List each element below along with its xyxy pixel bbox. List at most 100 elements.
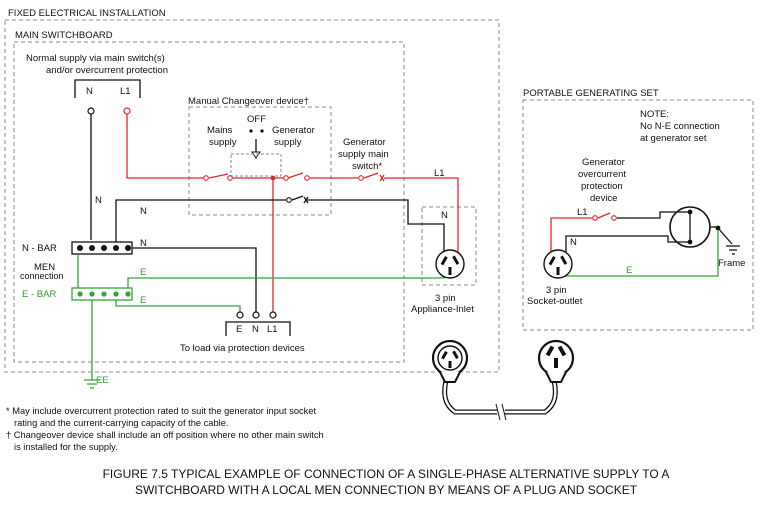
note-line3: at generator set [640,133,707,144]
appliance-inlet-icon [435,249,465,279]
supply-l1-terminal [123,107,131,115]
portable-ocp-blade [597,212,611,219]
connector-slot-3 [448,361,452,368]
load-l1-terminal [269,311,277,319]
e-bar-terminal-3 [101,291,107,297]
portable-active-wire-a [550,217,592,252]
socket-pin-n [548,256,556,266]
n-bar-terminal-1 [77,245,83,251]
off-contact-1 [249,129,253,133]
changeover-generator-label: Generator [272,125,315,136]
fixed-installation-box [4,19,500,373]
load-n-label: N [252,324,259,335]
changeover-off-label: OFF [247,114,266,125]
load-earth-wire [115,300,241,312]
changeover-mechanism-box [230,153,282,177]
connector-slot-2 [452,350,459,359]
inlet-label-1: 3 pin [435,293,456,304]
neutral-contact-left [286,197,292,203]
footnote-dagger-line1: † Changeover device shall include an off… [6,430,324,440]
mains-contact-right [227,175,233,181]
figure-caption-line1: FIGURE 7.5 TYPICAL EXAMPLE OF CONNECTION… [103,467,670,481]
connector-grip [439,371,461,383]
changeover-generator-supply-label: supply [274,137,302,148]
frame-earth-icon [726,245,740,255]
changeover-arrow [251,151,261,159]
changeover-title: Manual Changeover device† [188,96,309,107]
load-e-label: E [236,324,242,335]
gen-main-contact-left [358,175,364,181]
socket-label-1: 3 pin [546,285,567,296]
e-bar-terminal-4 [113,291,119,297]
footnote-dagger-line2: is installed for the supply. [14,442,118,452]
socket-outlet-icon [543,249,573,279]
supply-l1-label: L1 [120,86,131,97]
gen-earth-wire [127,268,445,288]
frame-earth-wire [717,227,733,245]
earth-wire-label-2: E [140,295,146,306]
connector-slot-1 [441,351,448,360]
load-bracket [225,321,291,336]
lead-break-marks [495,403,507,421]
socket-pin-l [560,255,568,265]
gen-main-switch-label3: switch* [352,161,382,172]
neutral-wire-label-2: N [140,206,147,217]
main-switchboard-title: MAIN SWITCHBOARD [15,30,113,41]
plug-pin-1 [545,345,555,357]
portable-set-title: PORTABLE GENERATING SET [523,88,659,99]
inlet-pin-e [448,267,452,275]
neutral-switch-blade [291,195,304,201]
n-bar-label: N - BAR [22,243,57,254]
footnote-star-line2: rating and the current-carrying capacity… [14,418,228,428]
extension-lead [431,339,575,421]
n-bar-terminal-5 [125,245,131,251]
gen-main-switch-label1: Generator [343,137,386,148]
supply-bracket [74,79,141,98]
socket-label-2: Socket-outlet [527,296,583,307]
plug-grip [545,371,567,383]
figure-caption-line2: SWITCHBOARD WITH A LOCAL MEN CONNECTION … [135,483,638,497]
inlet-pin-l [452,255,460,265]
footnote-star-line1: * May include overcurrent protection rat… [6,406,316,416]
plug-pin-3 [554,358,558,368]
gen-ocp-label4: device [590,193,617,204]
e-bar-terminal-5 [125,291,131,297]
neutral-contact-right [303,196,309,204]
men-connection-label: connection [20,271,64,281]
ee-label: EE [96,375,109,386]
normal-supply-line2: and/or overcurrent protection [46,65,168,76]
portable-neutral-wire [565,235,690,252]
gen-ocp-label3: protection [581,181,623,192]
to-load-label: To load via protection devices [180,343,305,354]
portable-l1-label: L1 [577,207,588,218]
socket-pin-e [556,267,560,275]
gen-active-wire-b [384,177,459,258]
gen-neutral-wire [307,199,445,256]
portable-n-label: N [570,237,577,248]
gen-ocp-label1: Generator [582,157,625,168]
portable-active-wire-b [617,211,690,219]
n-bar-terminal-3 [101,245,107,251]
main-switchboard-box [13,41,405,363]
changeover-mains-supply-label: supply [209,137,237,148]
generator-switch-blade [287,172,304,179]
load-neutral-wire [132,247,257,312]
changeover-device-box [188,106,332,216]
plug-pin-2 [557,345,567,357]
changeover-mains-label: Mains [207,125,233,136]
portable-e-label: E [626,265,632,276]
e-bar-terminal-1 [77,291,83,297]
inlet-label-2: Appliance-Inlet [411,304,474,315]
frame-label: Frame [718,258,745,269]
supply-n-label: N [86,86,93,97]
gen-ocp-label2: overcurrent [578,169,626,180]
connector-face [437,345,463,371]
inlet-pin-n [440,256,448,266]
gen-contact-left [283,175,289,181]
n-bar-terminal-2 [89,245,95,251]
load-e-terminal [236,311,244,319]
portable-ocp-contact-right [611,215,617,221]
normal-supply-line1: Normal supply via main switch(s) [26,53,165,64]
mains-switch-blade [208,173,229,179]
